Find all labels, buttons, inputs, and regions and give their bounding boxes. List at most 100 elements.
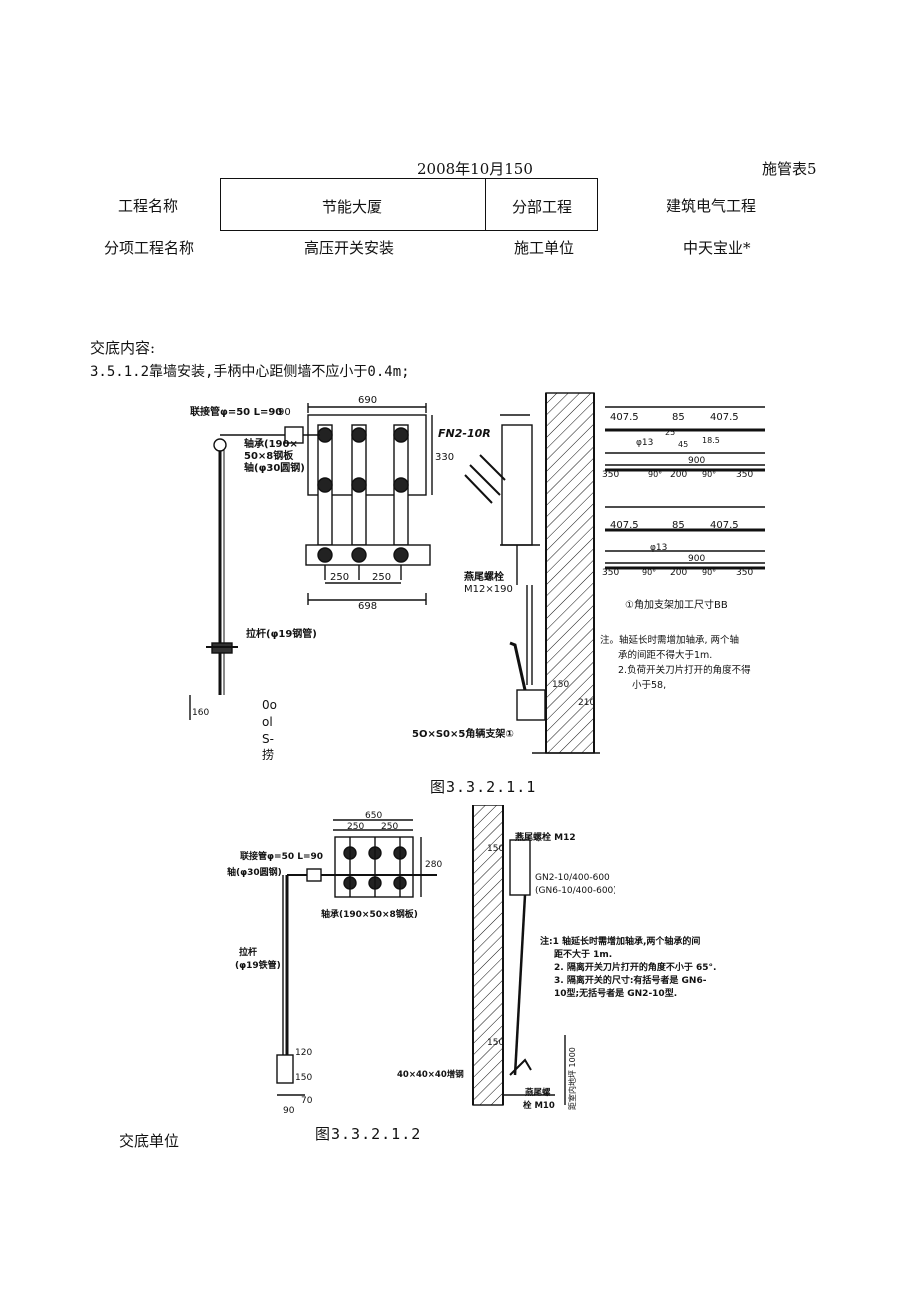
fig1-bd-r1c: 407.5 xyxy=(710,412,739,423)
fig1-coupling-label: 联接管φ=50 L=90 xyxy=(190,405,282,418)
fig1-ocr-c: S- xyxy=(262,732,274,746)
unit-value: 中天宝业* xyxy=(683,239,751,257)
fig1-dim-330: 330 xyxy=(435,452,454,463)
fig1-dim-150: 150 xyxy=(552,680,569,690)
project-name-label: 工程名称 xyxy=(118,197,179,215)
fig2-dim-120: 120 xyxy=(295,1048,312,1058)
project-name-value: 节能大厦 xyxy=(322,198,383,216)
fig1-bearing-label: 轴承(190× xyxy=(244,437,298,450)
figure-1-diagram: 联接管φ=50 L=90 轴承(190× 50×8钢板 轴(φ30圆钢) 拉杆(… xyxy=(189,392,765,760)
fig2-angle: 40×40×40增钢 xyxy=(397,1069,464,1080)
fig1-bd-r6b: 90° xyxy=(642,568,656,577)
fig1-switch-model: FN2-10R xyxy=(438,427,491,440)
fig1-bd-r6c: 200 xyxy=(670,568,687,578)
date-text: 2008年10月150 xyxy=(417,160,533,178)
fig1-dim-250a: 250 xyxy=(330,572,349,583)
fig1-note1: 注。轴延长时需增加轴承, 两个轴 xyxy=(600,634,739,646)
fig1-bd-r6a: 350 xyxy=(602,568,619,578)
fig1-bd-r4c: 407.5 xyxy=(710,520,739,531)
fig1-bolt-label: 燕尾螺栓 xyxy=(464,570,504,583)
fig2-note3: 2. 隔离开关刀片打开的角度不小于 65°. xyxy=(554,963,717,973)
fig2-bearing-label: 轴承(190×50×8钢板) xyxy=(321,908,418,920)
figure-2-caption: 图3.3.2.1.2 xyxy=(315,1125,422,1143)
fig2-coupling-label: 联接管φ=50 L=90 xyxy=(240,850,323,862)
fig1-pullrod-label: 拉杆(φ19钢管) xyxy=(246,627,317,640)
fig2-dim-250a: 250 xyxy=(347,822,364,832)
fig1-bd-r1a: 407.5 xyxy=(610,412,639,423)
fig1-bd-r1s-c: 45 xyxy=(678,440,688,449)
fig1-bd-r5: 900 xyxy=(688,554,705,564)
fig2-dim-650: 650 xyxy=(365,811,382,821)
table-border-left xyxy=(220,178,221,231)
fig1-note4: 小于58, xyxy=(632,680,666,691)
fig1-bd-r3e: 350 xyxy=(736,470,753,480)
fig2-note1: 注:1 轴延长时需增加轴承,两个轴承的间 xyxy=(540,937,701,947)
fig1-bd-r1s-b: 25 xyxy=(665,428,675,437)
fig2-bolt-bot1: 燕尾螺 xyxy=(525,1087,551,1098)
fig2-note2: 距不大于 1m. xyxy=(554,950,613,960)
figure-1-caption: 图3.3.2.1.1 xyxy=(430,778,537,796)
fig2-note4: 3. 隔离开关的尺寸:有括号者是 GN6- xyxy=(554,976,707,986)
fig1-dim-160: 160 xyxy=(192,708,209,718)
fig2-shaft-label: 轴(φ30圆钢) xyxy=(227,866,282,878)
fig1-bd-r4b: 85 xyxy=(672,520,685,531)
fig1-bd-r2: 900 xyxy=(688,456,705,466)
fig1-plate-label: 50×8钢板 xyxy=(244,449,294,462)
fig1-bd-r1s-a: φ13 xyxy=(636,438,653,448)
fig1-ocr-b: ol xyxy=(262,715,273,729)
fig1-bd-r3a: 350 xyxy=(602,470,619,480)
fig2-dim-250b: 250 xyxy=(381,822,398,832)
fig1-dim-250b: 250 xyxy=(372,572,391,583)
fig1-ocr-a: 0o xyxy=(262,698,277,712)
fig1-dim-690: 690 xyxy=(358,395,377,406)
fig1-ocr-d: 捞 xyxy=(262,748,274,760)
fig1-bd-r4s: φ13 xyxy=(650,543,667,553)
fig1-note2: 承的间距不得大于1m. xyxy=(618,649,712,661)
fig1-bd-r1b: 85 xyxy=(672,412,685,423)
subitem-label: 分项工程名称 xyxy=(104,239,195,257)
fig2-pullrod1: 拉杆 xyxy=(239,946,257,958)
table-border-right xyxy=(597,178,598,231)
fig2-bolt-bot2: 栓 M10 xyxy=(523,1100,555,1111)
fig1-bolt-size: M12×190 xyxy=(464,584,513,595)
fig1-bd-r6e: 350 xyxy=(736,568,753,578)
fig1-dim-698: 698 xyxy=(358,601,377,612)
signature-label: 交底单位 xyxy=(119,1132,180,1150)
fig1-bd-r3c: 200 xyxy=(670,470,687,480)
fig2-notes: 注:1 轴延长时需增加轴承,两个轴承的间 距不大于 1m. 2. 隔离开关刀片打… xyxy=(540,936,716,1001)
fig2-dim-150-top: 150 xyxy=(487,844,504,854)
fig1-bd-r4a: 407.5 xyxy=(610,520,639,531)
table-border-bottom xyxy=(220,230,598,231)
fig2-model2: (GN6-10/400-600) xyxy=(535,886,615,896)
fig1-bd-r3d: 90° xyxy=(702,470,716,479)
form-number: 施管表5 xyxy=(762,160,817,178)
fig1-dim-210: 210 xyxy=(578,698,595,708)
subitem-value: 高压开关安装 xyxy=(304,239,395,257)
fig1-note3: 2.负荷开关刀片打开的角度不得 xyxy=(618,664,751,676)
fig1-bracket-title: ①角加支架加工尺寸BB xyxy=(625,598,728,611)
fig2-pullrod2: (φ19铁管) xyxy=(235,959,281,971)
fig1-dim-90: 90 xyxy=(278,407,291,418)
division-label: 分部工程 xyxy=(512,198,573,216)
table-border-mid xyxy=(485,178,486,231)
fig2-dim-150-bot: 150 xyxy=(487,1038,504,1048)
fig2-dim-280: 280 xyxy=(425,860,442,870)
fig1-bd-r6d: 90° xyxy=(702,568,716,577)
fig2-floor-dim: 距室内地坪 1000 xyxy=(567,1047,577,1110)
content-heading: 交底内容: xyxy=(90,339,156,357)
fig2-dim-90: 90 xyxy=(283,1106,295,1115)
fig2-dim-70: 70 xyxy=(301,1096,313,1106)
unit-label: 施工单位 xyxy=(514,239,575,257)
fig2-note5: 10型;无括号者是 GN2-10型. xyxy=(554,989,678,999)
fig1-bd-r3b: 90° xyxy=(648,470,662,479)
content-line: 3.5.1.2靠墙安装,手柄中心距侧墙不应小于0.4m; xyxy=(90,364,410,380)
table-border-top xyxy=(220,178,598,179)
fig2-model1: GN2-10/400-600 xyxy=(535,873,610,883)
fig1-shaft-label: 轴(φ30圆钢) xyxy=(244,461,305,474)
fig1-angle-bracket: 5O×S0×5角辆支架① xyxy=(412,727,514,740)
fig1-bd-r1s-d: 18.5 xyxy=(702,436,720,445)
figure-2-diagram: 联接管φ=50 L=90 轴(φ30圆钢) 轴承(190×50×8钢板) 拉杆 … xyxy=(227,805,615,1115)
division-value: 建筑电气工程 xyxy=(666,197,757,215)
fig2-bolt-top: 燕尾螺栓 M12 xyxy=(515,831,576,843)
fig2-dim-150: 150 xyxy=(295,1073,312,1083)
